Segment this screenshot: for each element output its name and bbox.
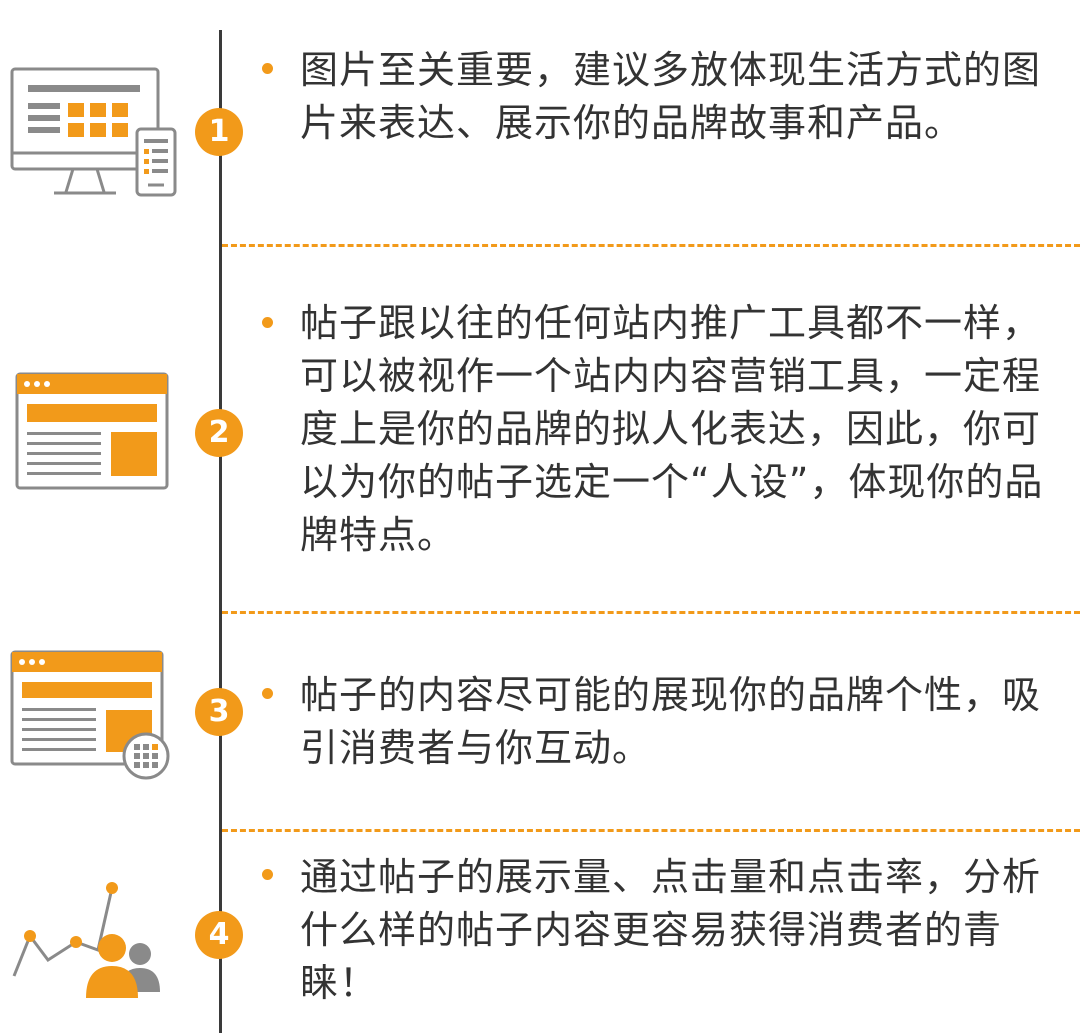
analytics-users-icon — [12, 882, 160, 998]
item-text: 图片至关重要，建议多放体现生活方式的图片来表达、展示你的品牌故事和产品。 — [300, 48, 1042, 145]
step-number-badge: 3 — [195, 688, 243, 736]
timeline-line — [219, 30, 222, 1033]
section-divider — [222, 611, 1080, 614]
item-text: 帖子跟以往的任何站内推广工具都不一样，可以被视作一个站内内容营销工具，一定程度上… — [300, 301, 1044, 557]
step-number-badge: 1 — [195, 108, 243, 156]
item-text: 帖子的内容尽可能的展现你的品牌个性，吸引消费者与你互动。 — [300, 673, 1042, 770]
bullet-dot — [262, 688, 273, 699]
section-divider — [222, 244, 1080, 247]
webpage-grid-icon — [10, 650, 170, 780]
step-number-badge: 4 — [195, 911, 243, 959]
bullet-dot — [262, 317, 273, 328]
step-number-badge: 2 — [195, 409, 243, 457]
bullet-dot — [262, 869, 273, 880]
item-text: 通过帖子的展示量、点击量和点击率，分析什么样的帖子内容更容易获得消费者的青睐！ — [300, 855, 1042, 1005]
section-divider — [222, 829, 1080, 832]
desktop-mobile-icon — [10, 67, 177, 197]
bullet-dot — [262, 63, 273, 74]
webpage-icon — [15, 372, 169, 490]
